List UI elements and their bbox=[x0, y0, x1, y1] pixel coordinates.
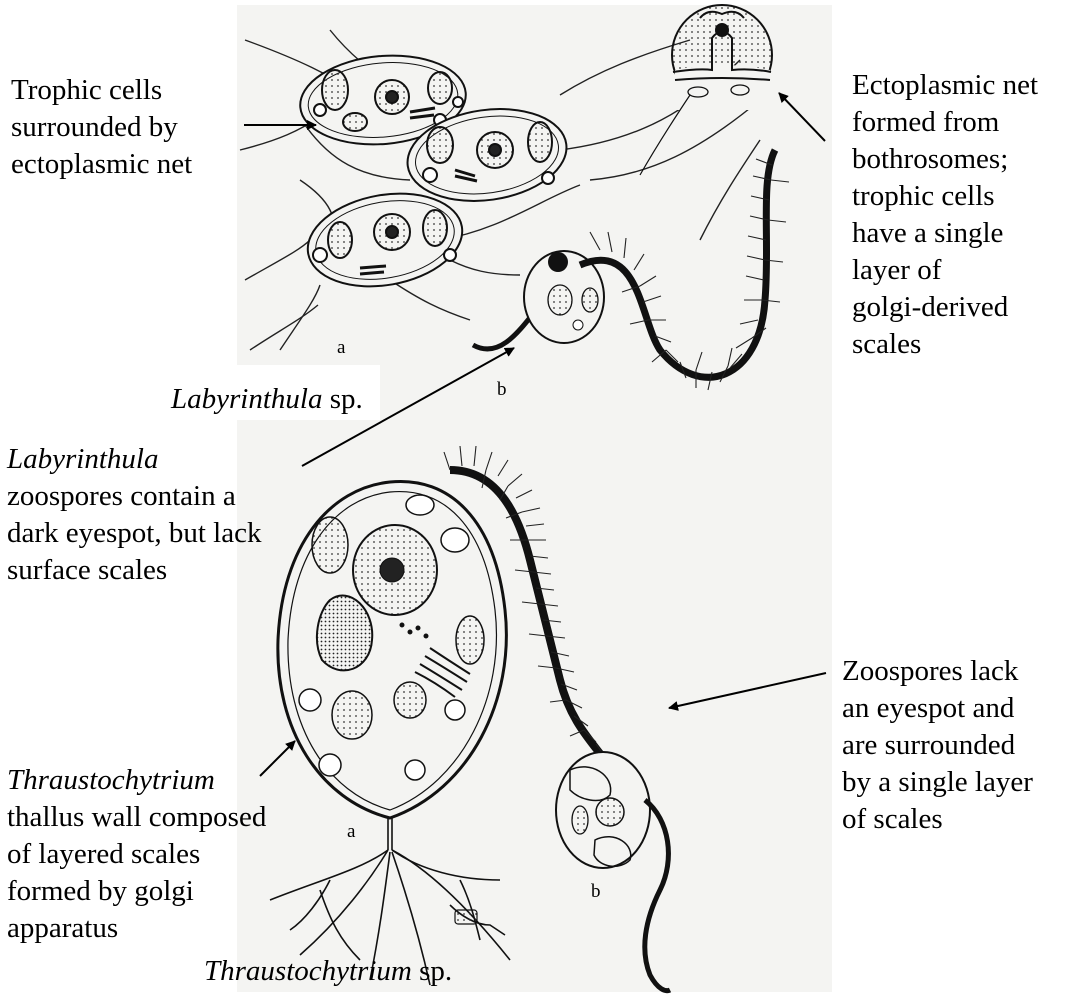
panel-letter-top-a: a bbox=[337, 338, 345, 358]
label-genus: Thraustochytrium bbox=[204, 955, 412, 987]
label-line: formed from bbox=[852, 104, 1038, 141]
label-line: surrounded by bbox=[11, 109, 192, 146]
label-zoospores-lack: Zoospores lack an eyespot and are surrou… bbox=[842, 653, 1033, 838]
label-line: dark eyespot, but lack bbox=[7, 515, 261, 552]
label-line: formed by golgi bbox=[7, 873, 266, 910]
arrow-ectoplasmic-net bbox=[779, 93, 825, 141]
bothrosome-inset bbox=[672, 5, 772, 110]
label-labyrinthula-species: Labyrinthula sp. bbox=[171, 381, 363, 418]
label-genus: Labyrinthula bbox=[7, 443, 158, 475]
label-labyrinthula-zoospores: Labyrinthula zoospores contain a dark ey… bbox=[7, 441, 261, 589]
label-line: Ectoplasmic net bbox=[852, 67, 1038, 104]
label-suffix: sp. bbox=[322, 383, 362, 415]
label-thraustochytrium-thallus: Thraustochytrium thallus wall composed o… bbox=[7, 762, 266, 947]
label-line: scales bbox=[852, 326, 1038, 363]
label-line: ectoplasmic net bbox=[11, 146, 192, 183]
panel-letter-top-b: b bbox=[497, 380, 507, 400]
label-line: of scales bbox=[842, 801, 1033, 838]
label-line: surface scales bbox=[7, 552, 261, 589]
label-line: of layered scales bbox=[7, 836, 266, 873]
label-line: Zoospores lack bbox=[842, 653, 1033, 690]
label-line: have a single bbox=[852, 215, 1038, 252]
thraustochytrium-thallus bbox=[278, 481, 507, 818]
panel-letter-bottom-b: b bbox=[591, 882, 601, 902]
arrow-zoospores-lack bbox=[669, 673, 826, 708]
label-thraustochytrium-species: Thraustochytrium sp. bbox=[204, 953, 452, 990]
label-genus: Labyrinthula bbox=[171, 383, 322, 415]
label-line: Trophic cells bbox=[11, 72, 192, 109]
label-line: apparatus bbox=[7, 910, 266, 947]
label-line: thallus wall composed bbox=[7, 799, 266, 836]
label-line: layer of bbox=[852, 252, 1038, 289]
label-line: golgi-derived bbox=[852, 289, 1038, 326]
inset-leader bbox=[640, 95, 690, 175]
label-trophic-cells: Trophic cells surrounded by ectoplasmic … bbox=[11, 72, 192, 183]
label-line: an eyespot and bbox=[842, 690, 1033, 727]
label-suffix: sp. bbox=[412, 955, 452, 987]
label-line: by a single layer bbox=[842, 764, 1033, 801]
panel-letter-bottom-a: a bbox=[347, 822, 355, 842]
label-ectoplasmic-net: Ectoplasmic net formed from bothrosomes;… bbox=[852, 67, 1038, 363]
label-line: trophic cells bbox=[852, 178, 1038, 215]
label-line: are surrounded bbox=[842, 727, 1033, 764]
label-line: bothrosomes; bbox=[852, 141, 1038, 178]
label-genus: Thraustochytrium bbox=[7, 764, 215, 796]
label-line: zoospores contain a bbox=[7, 478, 261, 515]
trophic-cell-3 bbox=[300, 182, 469, 298]
